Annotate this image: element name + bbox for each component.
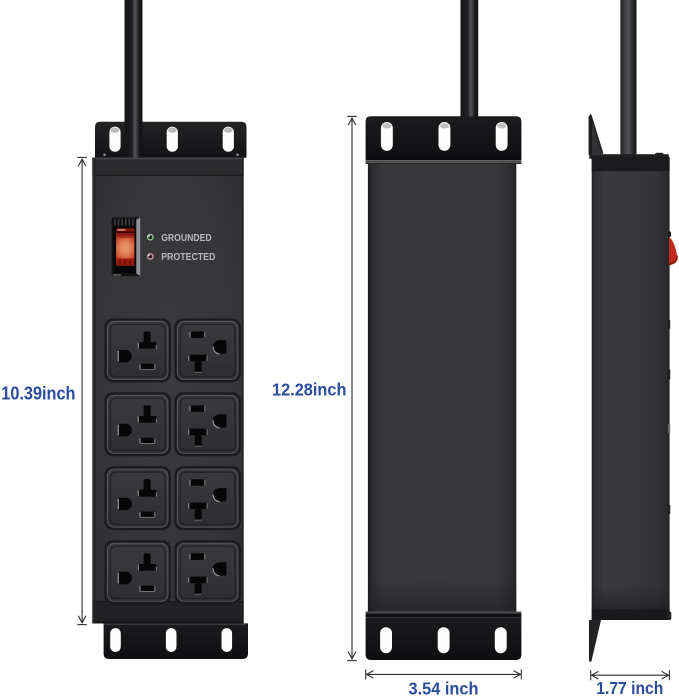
svg-text:GROUNDED: GROUNDED [161, 233, 211, 244]
svg-text:10.39inch: 10.39inch [1, 382, 75, 403]
svg-text:PROTECTED: PROTECTED [161, 252, 215, 263]
svg-text:1.77 inch: 1.77 inch [596, 678, 663, 697]
svg-text:12.28inch: 12.28inch [272, 380, 347, 400]
svg-text:3.54 inch: 3.54 inch [409, 679, 479, 697]
